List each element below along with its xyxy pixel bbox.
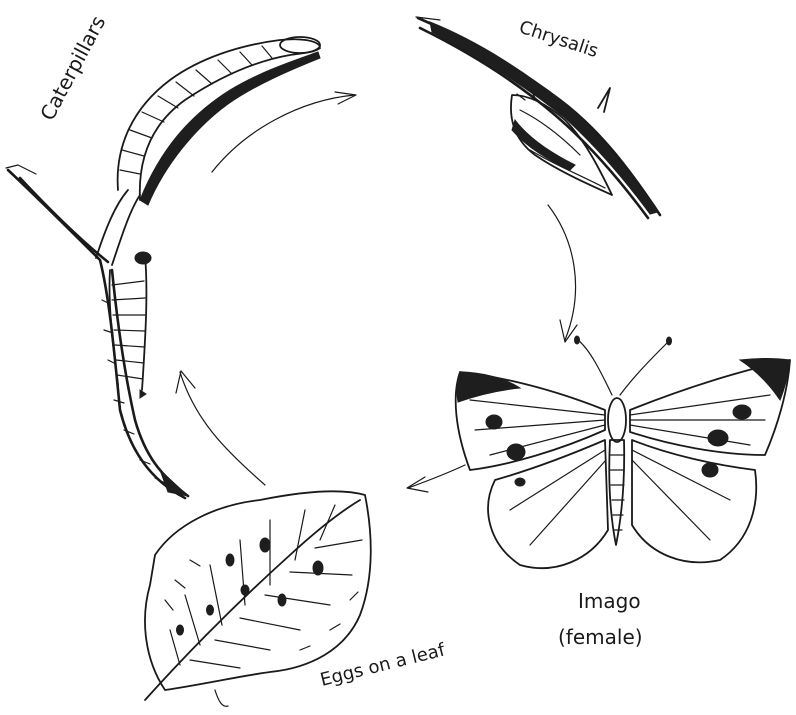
arrow-imago-to-eggs (408, 465, 465, 488)
imago-illustration (456, 336, 790, 568)
right-hindwing (632, 440, 756, 562)
cycle-arrows (176, 92, 577, 492)
twig (6, 165, 188, 498)
thorax (608, 398, 626, 442)
arrow-caterpillars-to-chrysalis (212, 95, 355, 172)
label-imago: Imago (578, 589, 641, 613)
arrow-chrysalis-to-imago (548, 205, 576, 340)
antenna-left (578, 340, 612, 395)
abdomen (609, 440, 624, 545)
label-chrysalis: Chrysalis (516, 17, 600, 62)
label-caterpillars: Caterpillars (35, 12, 110, 125)
caterpillar-upper (118, 37, 320, 205)
leaf-stalk (215, 690, 228, 706)
chrysalis-illustration (416, 17, 660, 218)
antenna-right (620, 342, 668, 395)
arrow-eggs-to-caterpillars (180, 372, 265, 485)
label-imago-note: (female) (558, 625, 643, 649)
label-eggs: Eggs on a leaf (318, 639, 448, 690)
chrysalis-stem (416, 17, 660, 218)
